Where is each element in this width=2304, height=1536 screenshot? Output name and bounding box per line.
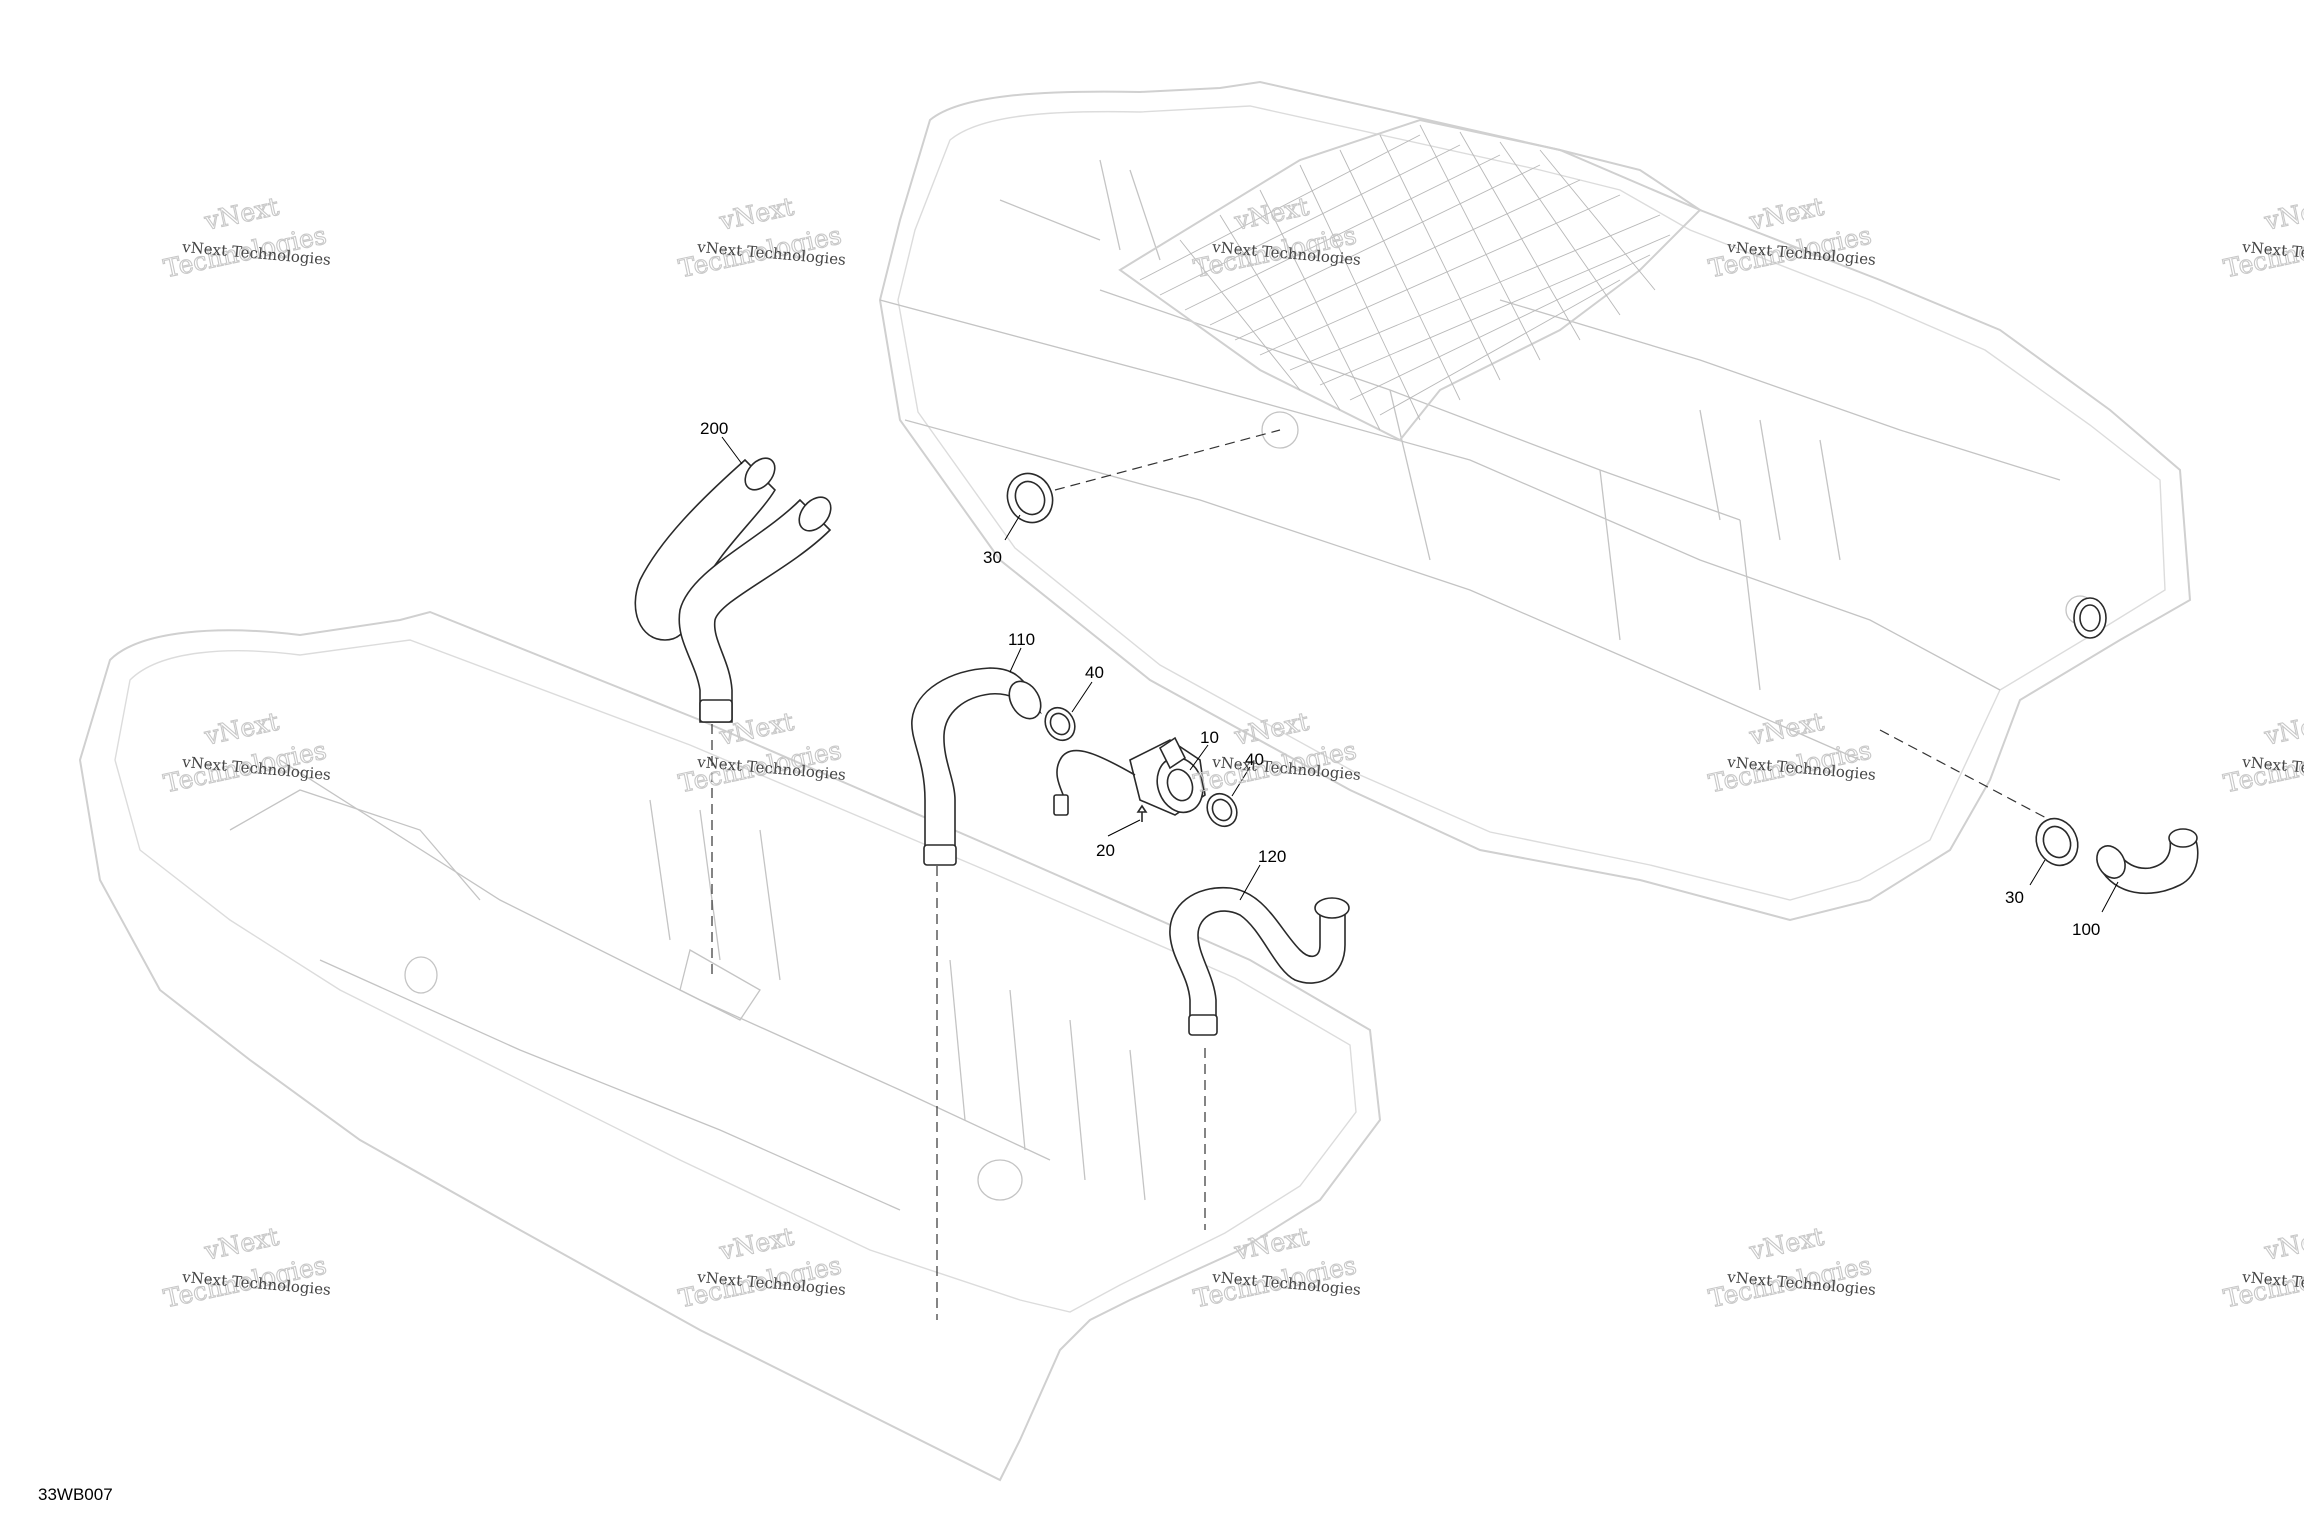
part-30-ring-right xyxy=(2035,817,2079,867)
part-110-hose xyxy=(911,667,1042,866)
watermark-big-top: vNext xyxy=(1231,192,1311,236)
watermarks: vNext Technologies vNext Technologies vN… xyxy=(160,191,2304,1314)
watermark: vNext Technologies vNext Technologies xyxy=(1190,191,1361,284)
callout-40-top: 40 xyxy=(1085,663,1104,682)
callout-100: 100 xyxy=(2072,920,2100,939)
watermark: vNext Technologies vNext Technologies xyxy=(1190,706,1361,799)
watermark: vNext Technologies vNext Technologies xyxy=(160,191,331,284)
watermark: vNext Technologies vNext Technologies xyxy=(160,1221,331,1314)
callout-40-right: 40 xyxy=(1245,750,1264,769)
part-200-hoses xyxy=(634,457,832,723)
part-40-clamp-right xyxy=(1206,792,1238,828)
part-40-clamp-top xyxy=(1044,706,1076,742)
callout-labels: 200 30 110 40 10 40 20 120 30 100 xyxy=(700,419,2100,939)
assembly-lines xyxy=(711,429,2051,1320)
callout-200: 200 xyxy=(700,419,728,438)
watermark-big-top: vNext xyxy=(1746,192,1826,236)
part-120-hose xyxy=(1169,886,1350,1036)
watermark-big-top: vNext xyxy=(1231,1222,1311,1266)
watermark-big-top: vNext xyxy=(201,192,281,236)
watermark-big-top: vNext xyxy=(2261,707,2304,751)
watermark: vNext Technologies vNext Technologies xyxy=(2220,1221,2304,1314)
watermark-big-top: vNext xyxy=(1746,707,1826,751)
watermark: vNext Technologies vNext Technologies xyxy=(675,1221,846,1314)
diagram-code: 33WB007 xyxy=(38,1485,113,1504)
callout-120: 120 xyxy=(1258,847,1286,866)
deck-grid-mat xyxy=(1118,118,1702,442)
watermark-big-top: vNext xyxy=(1746,1222,1826,1266)
watermark: vNext Technologies vNext Technologies xyxy=(2220,706,2304,799)
part-20-fitting xyxy=(1136,804,1148,822)
watermark: vNext Technologies vNext Technologies xyxy=(1705,1221,1876,1314)
part-100-elbow xyxy=(2096,828,2199,895)
watermark: vNext Technologies vNext Technologies xyxy=(1705,706,1876,799)
watermark: vNext Technologies vNext Technologies xyxy=(1190,1221,1361,1314)
watermark: vNext Technologies vNext Technologies xyxy=(160,706,331,799)
watermark-big-top: vNext xyxy=(201,707,281,751)
watermark: vNext Technologies vNext Technologies xyxy=(675,191,846,284)
leader-lines xyxy=(721,436,2119,913)
part-30-ring-left xyxy=(1006,472,1054,524)
watermark: vNext Technologies vNext Technologies xyxy=(2220,191,2304,284)
watermark-big-top: vNext xyxy=(716,1222,796,1266)
watermark-big-top: vNext xyxy=(716,192,796,236)
callout-110: 110 xyxy=(1008,630,1035,649)
watermark-big-top: vNext xyxy=(2261,1222,2304,1266)
callout-30-right: 30 xyxy=(2005,888,2024,907)
callout-10: 10 xyxy=(1200,728,1219,747)
watermark-big-top: vNext xyxy=(1231,707,1311,751)
callout-20: 20 xyxy=(1096,841,1115,860)
part-10-pump xyxy=(1053,736,1206,816)
watermark-big-top: vNext xyxy=(2261,192,2304,236)
watermark-big-top: vNext xyxy=(201,1222,281,1266)
upper-hull xyxy=(878,80,2192,922)
callout-30-left: 30 xyxy=(983,548,1002,567)
